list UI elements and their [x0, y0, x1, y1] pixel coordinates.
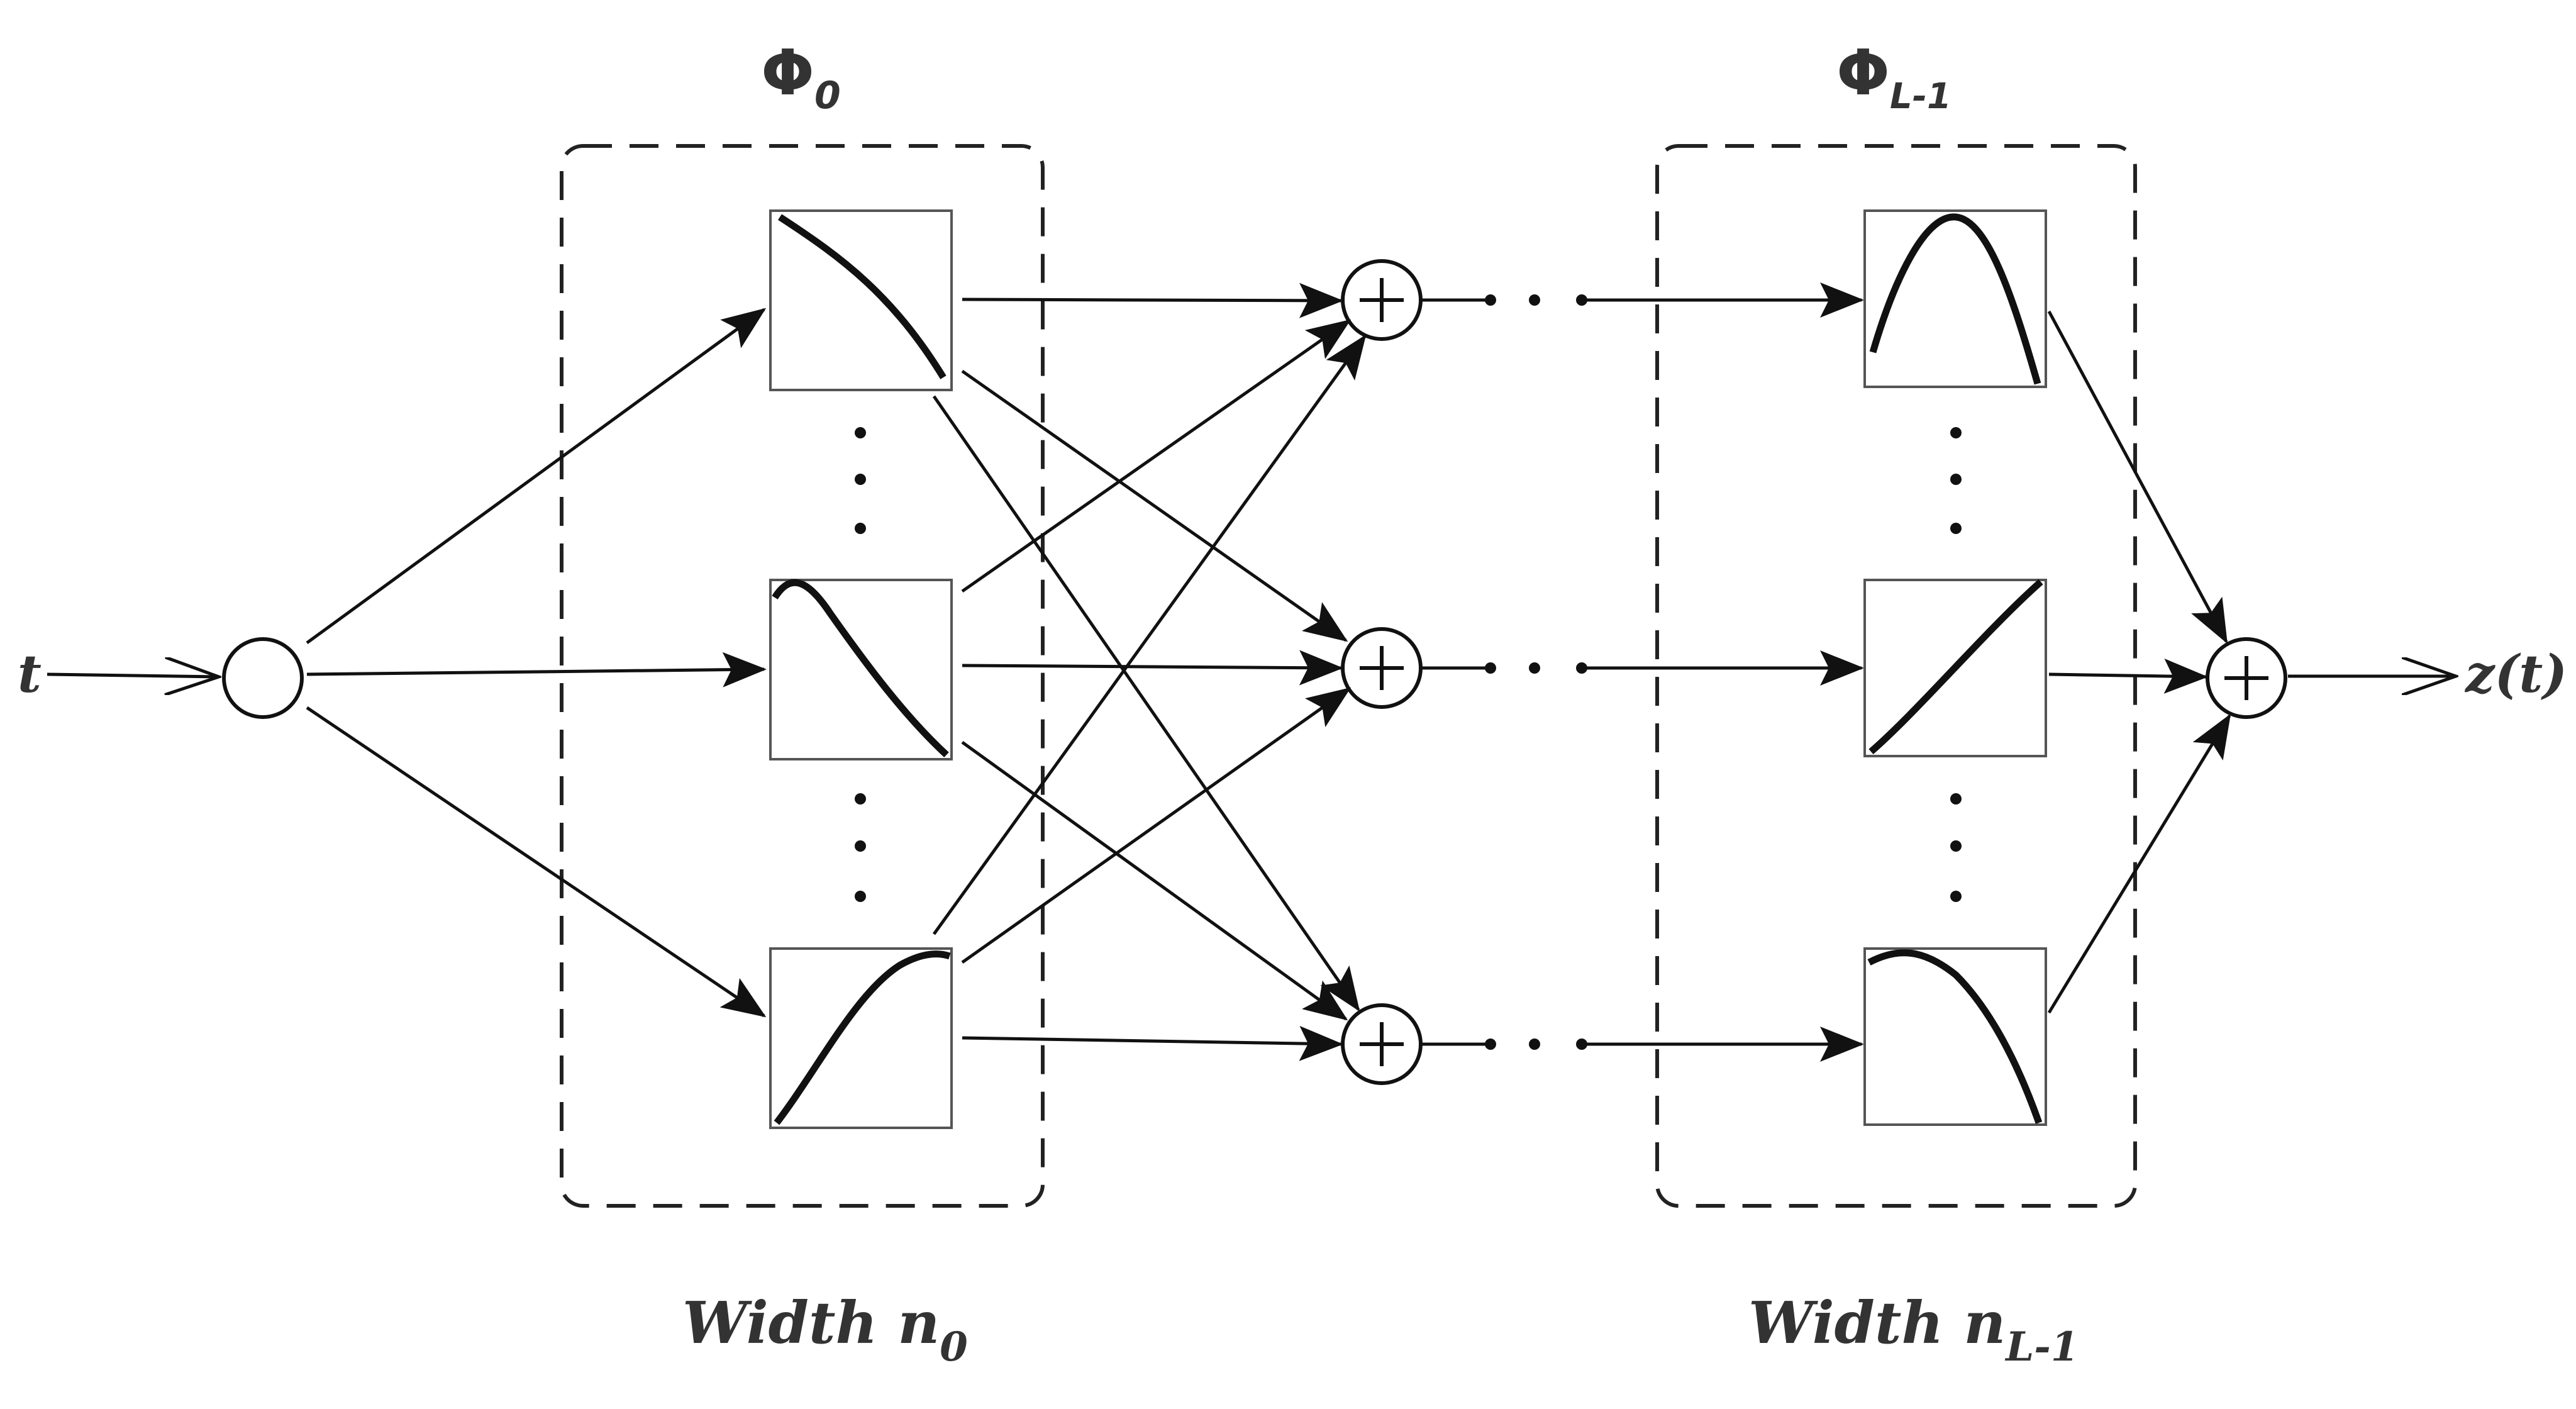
- edge-last-mid-out: [2048, 658, 2208, 694]
- edge-top-top: [962, 282, 1343, 318]
- ellipsis-dots-last-lower: [1950, 793, 1962, 902]
- edge-in-mid: [306, 652, 767, 688]
- ellipsis-row-bot: [1421, 1039, 1587, 1050]
- layer-first-dashed-box: [560, 144, 1045, 1208]
- ellipsis-dots-l0-lower: [855, 793, 866, 902]
- edge-mid-bot: [961, 740, 1348, 1021]
- input-arrow: [47, 674, 219, 677]
- ellipsis-row-top: [1421, 294, 1587, 306]
- edge-bot-top: [932, 334, 1367, 935]
- sum-node-bot: [1341, 1003, 1423, 1085]
- layer-first-title: Φ0: [761, 36, 841, 118]
- ellipsis-row-mid: [1421, 662, 1587, 674]
- ellipsis-dots-last-upper: [1950, 427, 1962, 534]
- edge-top-mid: [961, 369, 1348, 642]
- sum-node-top: [1341, 259, 1423, 341]
- edge-mid-top: [961, 319, 1352, 593]
- edge-last-bot-out: [2047, 713, 2231, 1014]
- layer-last-width-label: Width nL-1: [1748, 1289, 2079, 1371]
- sum-node-mid: [1341, 627, 1423, 709]
- activation-box-last-top: [1863, 209, 2047, 388]
- activation-box-l0-mid: [769, 579, 953, 760]
- input-label: t: [18, 644, 42, 704]
- edge-mid-mid: [962, 650, 1343, 686]
- output-sum-node: [2206, 637, 2287, 719]
- output-label: z(t): [2464, 644, 2567, 704]
- edge-top-bot: [932, 395, 1360, 1012]
- input-node: [222, 637, 304, 719]
- layer-last-title: ΦL-1: [1836, 36, 1951, 117]
- activation-box-l0-bot: [769, 947, 953, 1129]
- edge-in-top: [306, 308, 767, 645]
- edge-last-top-out: [2047, 310, 2228, 644]
- ellipsis-dots-l0-upper: [855, 427, 866, 534]
- edge-bot-mid: [961, 687, 1352, 964]
- activation-box-last-bot: [1863, 947, 2047, 1126]
- activation-box-last-mid: [1863, 579, 2047, 757]
- edge-in-bot: [306, 706, 767, 1018]
- layer-last-dashed-box: [1655, 144, 2137, 1208]
- edge-bot-bot: [962, 1025, 1343, 1061]
- activation-box-l0-top: [769, 209, 953, 391]
- layer-first-width-label: Width n0: [682, 1289, 968, 1371]
